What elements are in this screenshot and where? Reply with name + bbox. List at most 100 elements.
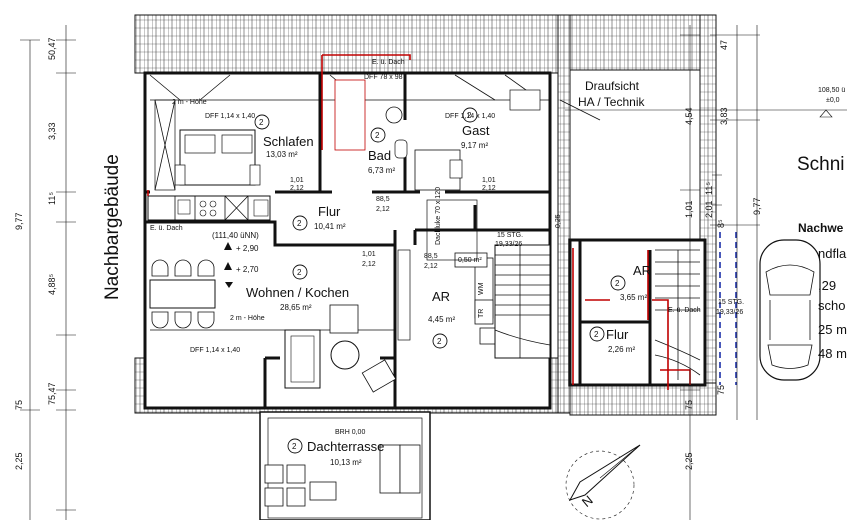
room-flur2-name: Flur [606,327,629,342]
label-top-right: 108,50 ü [818,87,845,94]
door-212d: 2,12 [362,261,376,268]
dim-right-8: 8⁵ [716,219,726,228]
room-bad-name: Bad [368,148,391,163]
label-dff-schlafen: DFF 1,14 x 1,40 [205,113,255,120]
right-dimension-labels: 47 4,54 3,83 1,01 2,01 11⁵ 9,77 8⁵ 75 2,… [684,40,762,470]
room-flur2-num: 2 [594,330,599,339]
room-ar-name: AR [432,289,450,304]
label-stairs2-ratio: 19,33/26 [716,309,743,316]
door-101a: 1,01 [290,177,304,184]
label-level-plus: + 2,90 [236,244,259,253]
label-nachweis-4: 25 m [818,322,847,337]
roof-right-band [557,14,571,414]
dim-left-7: 75 [14,400,24,410]
dim-left-2: 3,33 [47,122,57,140]
room-flur-num: 2 [297,219,302,228]
label-nachweis-2: ,29 [818,278,836,293]
label-dff-bottom: DFF 1,14 x 1,40 [190,347,240,354]
room-schlafen-area: 13,03 m² [266,150,298,159]
room-gast-name: Gast [462,123,490,138]
room-bad-area: 6,73 m² [368,166,395,175]
label-stairs: 15 STG. [497,232,523,239]
label-brh: BRH 0,00 [335,429,365,436]
label-2m-bottom: 2 m - Höhe [230,315,265,322]
dim-right-11: 75 [716,385,726,395]
label-stairs2: 15 STG. [718,299,744,306]
room-flur2-area: 2,26 m² [608,345,635,354]
roof-annex-top [569,14,711,71]
label-e-dach-top: E. ü. Dach [372,59,405,66]
draufsicht-line1: Draufsicht [585,79,640,93]
room-ar2-name: AR [633,263,651,278]
label-dff-gast: DFF 1,14 x 1,40 [445,113,495,120]
label-dachluke: Dachluke 70 x 120 [435,187,442,245]
dim-right-6: 11⁵ [704,182,714,195]
annex-stairs [654,249,701,380]
room-schlafen-name: Schlafen [263,134,314,149]
dim-left-5: 4,88⁵ [47,273,57,295]
room-terrasse-num: 2 [292,442,297,451]
car [759,239,821,381]
label-dff-top: DFF 78 x 98 [364,74,403,81]
room-gast-area: 9,17 m² [461,141,488,150]
room-wohnen-area: 28,65 m² [280,303,312,312]
dim-left-1: 50,47 [47,37,57,60]
label-2m-top: 2 m - Höhe [172,99,207,106]
door-101b: 1,01 [482,177,496,184]
door-212e: 2,12 [424,263,438,270]
dim-right-9: 75 [684,400,694,410]
dining-table [149,279,216,309]
room-flur-name: Flur [318,204,341,219]
roof-annex-bottom [569,382,717,416]
room-wohnen-name: Wohnen / Kochen [246,285,349,300]
room-wohnen-num: 2 [297,268,302,277]
room-markers [254,107,626,454]
room-flur-area: 10,41 m² [314,222,346,231]
room-bad-num: 2 [375,131,380,140]
label-stairs-ratio: 19,33/26 [495,241,522,248]
label-level-unn: (111,40 üNN) [212,231,259,240]
label-nachweis-1: ndfla [818,246,847,261]
room-gast-num: 2 [467,111,472,120]
door-885a: 88,5 [376,196,390,203]
label-top-right2: ±0,0 [826,97,840,104]
neighbor-building-label: Nachbargebäude [102,154,123,300]
label-nachweis: Nachwe [798,221,844,235]
roof-top-band [134,14,571,74]
label-nachweis-5: 48 m [818,346,847,361]
dim-left-3: 9,77 [14,212,24,230]
dim-right-7: 9,77 [752,197,762,215]
dim-right-4: 1,01 [684,200,694,218]
label-schnitt: Schni [797,154,845,175]
room-terrasse-name: Dachterrasse [307,439,384,454]
left-dimension-labels: 50,47 3,33 9,77 11⁵ 4,88⁵ 75,47 75 2,25 [14,37,57,470]
label-wm: WM [478,282,485,295]
door-101c: 1,01 [362,251,376,258]
room-schlafen-num: 2 [259,118,264,127]
main-stairs [494,244,551,359]
room-ar2-area: 3,65 m² [620,293,647,302]
label-tr: TR [478,309,485,318]
dim-right-3: 3,83 [719,107,729,125]
dim-right-1: 47 [719,40,729,50]
dim-left-4: 11⁵ [47,192,57,205]
label-e-dach-right: E. ü. Dach [668,307,701,314]
label-box-050: 0,50 m² [458,257,482,264]
label-e-dach-kitchen: E. ü. Dach [150,225,183,232]
north-arrow [565,444,641,520]
door-212b: 2,12 [376,206,390,213]
dim-right-10: 2,25 [684,452,694,470]
label-dim-025: 0,25 [555,214,562,228]
annex-interior [568,238,707,387]
room-ar2-num: 2 [615,279,620,288]
room-ar-num: 2 [437,337,442,346]
door-212a: 2,12 [290,185,304,192]
room-terrasse-area: 10,13 m² [330,458,362,467]
draufsicht-line2: HA / Technik [578,95,645,109]
room-ar-area: 4,45 m² [428,315,455,324]
door-212c: 2,12 [482,185,496,192]
door-885b: 88,5 [424,253,438,260]
label-nachweis-3: scho [818,298,845,313]
sofa [284,329,321,389]
